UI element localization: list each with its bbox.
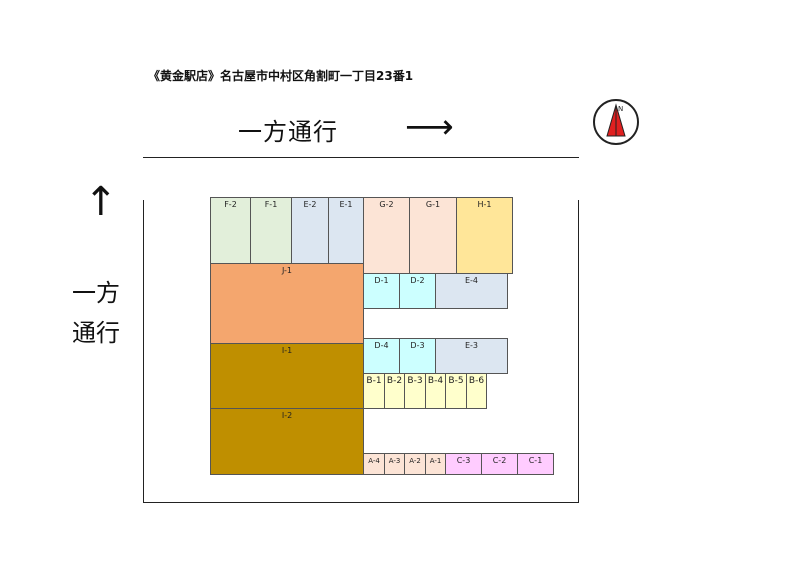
arrow-right-icon: ⟶ <box>405 107 454 147</box>
one-way-street-label-horizontal: 一方通行 <box>238 118 338 146</box>
parking-space-g2[interactable]: G-2 <box>363 197 410 274</box>
parking-space-b1[interactable]: B-1 <box>363 373 385 409</box>
compass-north-icon: N <box>593 99 639 145</box>
parking-space-f2[interactable]: F-2 <box>210 197 251 264</box>
parking-space-c1[interactable]: C-1 <box>517 453 554 475</box>
street-vertical-line1: 一方 <box>72 279 120 307</box>
parking-space-a1[interactable]: A-1 <box>425 453 446 475</box>
parking-space-e2[interactable]: E-2 <box>291 197 329 264</box>
parking-space-h1[interactable]: H-1 <box>456 197 513 274</box>
parking-space-d3[interactable]: D-3 <box>399 338 436 374</box>
parking-space-b4[interactable]: B-4 <box>425 373 446 409</box>
parking-space-e3[interactable]: E-3 <box>435 338 508 374</box>
parking-space-e1[interactable]: E-1 <box>328 197 364 264</box>
parking-space-g1[interactable]: G-1 <box>409 197 457 274</box>
parking-space-a4[interactable]: A-4 <box>363 453 385 475</box>
compass-label: N <box>618 105 623 113</box>
address-title: 《黄金駅店》名古屋市中村区角割町一丁目23番1 <box>148 69 414 83</box>
parking-space-j1[interactable]: J-1 <box>210 263 364 344</box>
parking-space-i2[interactable]: I-2 <box>210 408 364 475</box>
parking-space-b6[interactable]: B-6 <box>466 373 487 409</box>
parking-space-a3[interactable]: A-3 <box>384 453 405 475</box>
arrow-up-icon: ↑ <box>84 179 118 225</box>
parking-space-b2[interactable]: B-2 <box>384 373 405 409</box>
parking-space-f1[interactable]: F-1 <box>250 197 292 264</box>
parking-space-c2[interactable]: C-2 <box>481 453 518 475</box>
parking-space-i1[interactable]: I-1 <box>210 343 364 409</box>
street-vertical-line2: 通行 <box>72 319 120 347</box>
parking-space-a2[interactable]: A-2 <box>404 453 426 475</box>
parking-space-d2[interactable]: D-2 <box>399 273 436 309</box>
street-line <box>143 157 579 158</box>
parking-lot-boundary <box>143 200 579 503</box>
parking-space-c3[interactable]: C-3 <box>445 453 482 475</box>
parking-space-d4[interactable]: D-4 <box>363 338 400 374</box>
parking-space-b3[interactable]: B-3 <box>404 373 426 409</box>
one-way-street-label-vertical: 一方 通行 <box>72 273 132 353</box>
parking-space-b5[interactable]: B-5 <box>445 373 467 409</box>
parking-space-d1[interactable]: D-1 <box>363 273 400 309</box>
parking-space-e4[interactable]: E-4 <box>435 273 508 309</box>
